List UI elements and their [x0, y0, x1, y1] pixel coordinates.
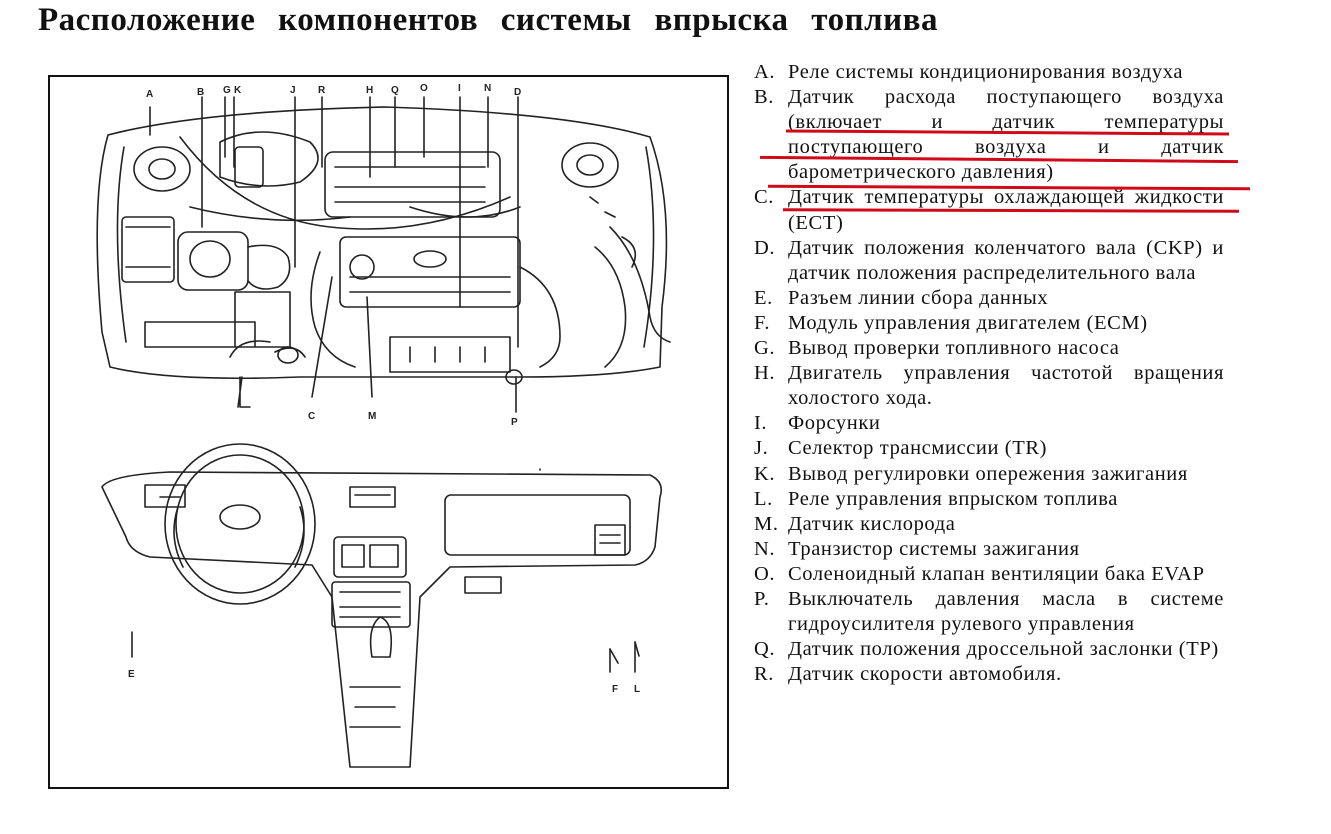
legend-key: E. — [754, 286, 773, 309]
callout-g: G — [223, 85, 231, 96]
dashboard-drawing — [101, 443, 663, 768]
callout-k: K — [234, 85, 242, 96]
legend-item: I. Форсунки — [754, 411, 1224, 436]
legend-key: F. — [754, 311, 771, 334]
legend-item: G. Вывод проверки топливного насоса — [754, 336, 1224, 361]
legend-text: Реле системы кондиционирования воздуха — [788, 61, 1184, 83]
legend-item: M. Датчик кислорода — [754, 512, 1224, 537]
callout-r: R — [318, 85, 326, 96]
callout-l: L — [634, 684, 641, 695]
callout-h: H — [366, 85, 374, 96]
legend-text: Датчик положения коленчатого вала (CKP) … — [788, 236, 1224, 284]
legend-key: D. — [754, 236, 776, 259]
legend-text: Выключатель давления масла в системе гид… — [788, 587, 1224, 636]
legend-item: K. Вывод регулировки опережения зажигания — [754, 462, 1224, 487]
callout-d: D — [514, 87, 522, 98]
legend-key: O. — [754, 562, 776, 585]
legend-item: P. Выключатель давления масла в системе г… — [754, 587, 1224, 637]
callout-o: O — [420, 83, 428, 94]
legend-text: Вывод регулировки опережения зажигания — [788, 462, 1188, 485]
legend-item: F. Модуль управления двигателем (ECM) — [754, 311, 1224, 336]
legend-text: Датчик кислорода — [788, 512, 956, 535]
legend-item: R. Датчик скорости автомобиля. — [754, 662, 1224, 687]
callout-p: P — [511, 417, 518, 428]
legend-text: Селектор трансмиссии (TR) — [788, 437, 1048, 460]
legend-text: Двигатель управления частотой вращения х… — [788, 362, 1224, 410]
legend-item: N. Транзистор системы зажигания — [754, 537, 1224, 562]
legend-text: Датчик расхода поступающего воздуха (вкл… — [788, 86, 1224, 184]
callout-b: B — [197, 87, 205, 98]
legend-key: A. — [754, 61, 776, 83]
legend-text: Модуль управления двигателем (ECM) — [788, 311, 1148, 334]
legend-item-highlighted: B. Датчик расхода поступающего воздуха (в… — [754, 85, 1224, 185]
legend-item: L. Реле управления впрыском топлива — [754, 487, 1224, 512]
callout-q: Q — [391, 85, 399, 96]
legend-key: M. — [754, 512, 779, 535]
legend-text: Вывод проверки топливного насоса — [788, 337, 1120, 360]
component-location-figure: A B G K J R H Q O I N D C M P E F L — [48, 75, 729, 789]
legend-item: E. Разъем линии сбора данных — [754, 286, 1224, 311]
legend-key: C. — [754, 186, 774, 209]
legend-text: Датчик положения дроссельной заслонки (T… — [788, 638, 1219, 661]
legend-text: Датчик температуры охлаждающей жидкости … — [788, 186, 1224, 234]
legend-key: Q. — [754, 638, 776, 661]
engine-bay-drawing — [96, 96, 671, 413]
legend-text: Соленоидный клапан вентиляции бака EVAP — [788, 562, 1205, 585]
callout-i: I — [458, 83, 461, 94]
legend-key: G. — [754, 337, 776, 360]
legend-item: O. Соленоидный клапан вентиляции бака EVA… — [754, 562, 1224, 587]
callout-e: E — [128, 669, 135, 680]
legend-key: J. — [754, 437, 769, 460]
legend-item: J. Селектор трансмиссии (TR) — [754, 436, 1224, 461]
legend-key: H. — [754, 362, 776, 385]
legend-key: N. — [754, 537, 776, 560]
callout-m: M — [368, 411, 377, 422]
engine-bay-and-dashboard-drawing — [96, 96, 671, 768]
callout-a: A — [146, 89, 154, 100]
legend-text: Разъем линии сбора данных — [788, 286, 1049, 309]
legend-text: Реле управления впрыском топлива — [788, 487, 1118, 510]
callout-f: F — [612, 684, 619, 695]
legend-text: Транзистор системы зажигания — [788, 537, 1080, 560]
page-title: Расположение компонентов системы впрыска… — [38, 2, 938, 38]
legend-key: K. — [754, 462, 776, 485]
callout-j: J — [290, 85, 296, 96]
legend-item: H. Двигатель управления частотой вращения… — [754, 361, 1224, 411]
component-legend: A. Реле системы кондиционирования воздуха… — [754, 60, 1224, 687]
legend-key: I. — [754, 412, 768, 435]
legend-item: D. Датчик положения коленчатого вала (CKP… — [754, 236, 1224, 286]
callout-c: C — [308, 411, 316, 422]
legend-item: A. Реле системы кондиционирования воздуха — [754, 60, 1224, 85]
legend-text: Датчик скорости автомобиля. — [788, 663, 1062, 686]
legend-key: B. — [754, 86, 774, 109]
legend-key: P. — [754, 587, 770, 610]
legend-key: L. — [754, 487, 773, 510]
legend-item: C. Датчик температуры охлаждающей жидкост… — [754, 185, 1224, 235]
callout-n: N — [484, 83, 492, 94]
legend-text: Форсунки — [788, 412, 881, 435]
legend-item: Q. Датчик положения дроссельной заслонки … — [754, 637, 1224, 662]
legend-key: R. — [754, 663, 774, 686]
